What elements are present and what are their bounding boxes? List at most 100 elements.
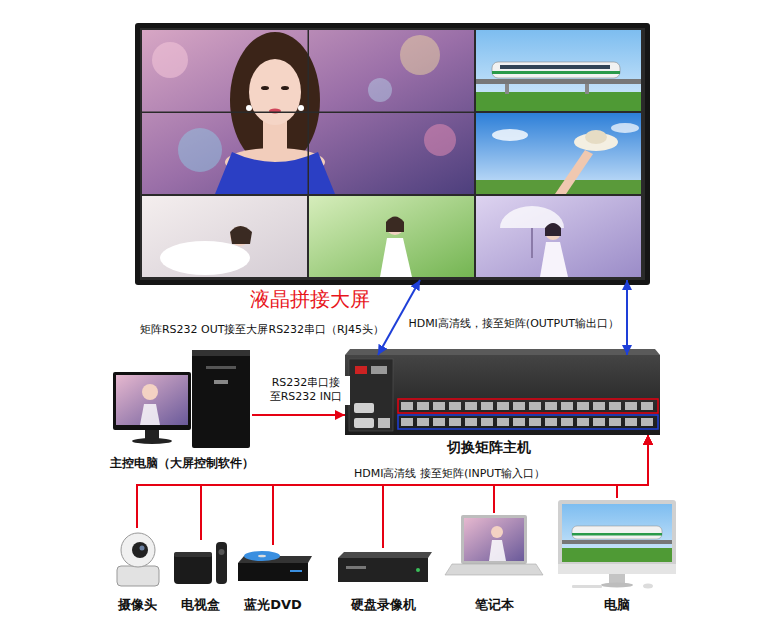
node-label: 硬盘录像机	[351, 597, 416, 613]
matrix-illustration	[545, 418, 557, 426]
pc-illustration	[145, 430, 159, 439]
tvbox-illustration	[216, 542, 227, 584]
tvbox-device: 电视盒	[172, 540, 230, 586]
pc-illustration	[113, 372, 191, 430]
wall-parasol-image	[540, 242, 568, 277]
node-label: 摄像头	[118, 597, 157, 613]
wall-train-image	[492, 71, 620, 74]
node-label: 电视盒	[181, 597, 220, 613]
desktop-illustration	[562, 548, 672, 562]
matrix-illustration	[465, 402, 477, 410]
wire-note: HDMI高清线 接至矩阵(INPUT输入口）	[352, 467, 547, 481]
wall-seams	[142, 195, 641, 197]
connector	[383, 435, 648, 548]
camera-illustration	[121, 533, 155, 567]
desktop-illustration	[558, 500, 676, 574]
wall-main-image	[281, 86, 289, 90]
wall-seams	[142, 30, 641, 277]
wall-train-image	[585, 84, 589, 94]
matrix-illustration	[398, 415, 658, 429]
matrix-illustration	[465, 418, 477, 426]
desktop-illustration	[558, 500, 676, 589]
dvd-illustration	[258, 555, 266, 558]
video-wall-frame	[140, 28, 645, 280]
wall-lady-image	[142, 196, 307, 277]
matrix-illustration	[401, 402, 653, 426]
tvbox-illustration	[219, 549, 225, 555]
dvr-illustration	[338, 558, 428, 582]
wall-hat-image	[476, 113, 641, 194]
dvd-illustration	[290, 570, 302, 572]
node-label: 笔记本	[475, 597, 514, 613]
matrix-illustration	[433, 402, 445, 410]
wall-train-image	[476, 30, 641, 111]
matrix-illustration	[401, 418, 413, 426]
wall-hat-image	[492, 129, 528, 141]
pc-illustration	[132, 438, 172, 444]
pc-illustration	[214, 380, 228, 384]
node-label: 蓝光DVD	[244, 597, 302, 613]
wall-main-image	[400, 35, 440, 75]
pc-illustration	[142, 384, 158, 400]
matrix-illustration	[529, 418, 541, 426]
camera-illustration	[140, 546, 145, 551]
wall-train-image	[492, 62, 620, 78]
matrix-illustration	[401, 402, 413, 410]
pc-illustration	[113, 350, 250, 448]
matrix-illustration	[345, 355, 660, 435]
matrix-illustration	[497, 418, 509, 426]
matrix-illustration	[625, 402, 637, 410]
wall-main-image	[424, 124, 456, 156]
wall-meadow-image	[386, 217, 404, 235]
wall-parasol-image	[476, 196, 641, 277]
laptop-illustration	[461, 515, 527, 564]
wall-meadow-image	[386, 217, 404, 233]
connector	[626, 280, 628, 355]
camera-illustration	[132, 542, 148, 558]
pc-illustration	[140, 404, 160, 425]
wall-meadow-image	[309, 196, 474, 277]
wall-main-image	[246, 105, 252, 111]
node-label: 电脑	[604, 597, 630, 613]
wall-parasol-image	[531, 228, 533, 258]
matrix-illustration	[497, 402, 509, 410]
dvr-device: 硬盘录像机	[336, 548, 430, 584]
dvd-illustration	[244, 551, 280, 561]
dvr-illustration	[346, 566, 366, 569]
desktop-illustration	[601, 583, 633, 588]
desktop-illustration	[562, 504, 672, 562]
wall-train-image	[476, 79, 641, 84]
connector-label: HDMI高清线，接至矩阵(OUTPUT输出口）	[406, 317, 621, 331]
matrix-illustration	[449, 418, 461, 426]
wall-main-image	[261, 86, 269, 90]
matrix-illustration	[378, 418, 390, 428]
matrix-illustration	[398, 399, 658, 413]
laptop-illustration	[491, 526, 503, 538]
desktop-illustration	[572, 585, 602, 588]
matrix-illustration	[577, 402, 589, 410]
connector	[273, 435, 648, 545]
wall-main-image	[298, 105, 304, 111]
tvbox-illustration	[174, 552, 212, 584]
connector	[252, 414, 345, 416]
matrix-illustration	[593, 418, 605, 426]
matrix-illustration	[593, 402, 605, 410]
matrix-illustration	[577, 418, 589, 426]
matrix-switcher: 切换矩阵主机	[345, 355, 660, 435]
laptop-illustration	[445, 564, 543, 575]
matrix-illustration	[349, 359, 393, 431]
laptop-device: 笔记本	[446, 513, 542, 577]
video-wall: 液晶拼接大屏	[140, 28, 645, 280]
laptop-illustration	[445, 515, 543, 575]
wall-seams	[475, 30, 477, 277]
wall-meadow-image	[380, 238, 412, 277]
wall-hat-image	[555, 150, 593, 194]
wall-meadow-image	[309, 196, 474, 277]
dvd-illustration	[238, 563, 308, 581]
pc-illustration	[192, 350, 250, 356]
matrix-illustration	[345, 349, 660, 435]
